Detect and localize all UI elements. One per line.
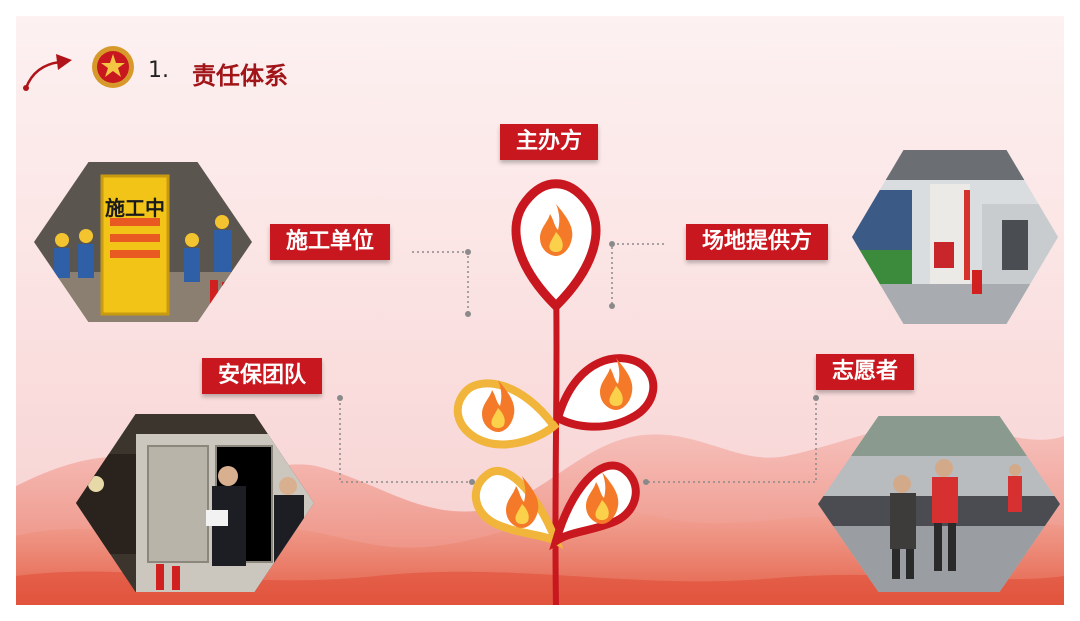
section-number: 1. [148, 58, 169, 83]
label-venue-provider: 场地提供方 [686, 224, 829, 260]
slide: 1. 责任体系 [16, 16, 1064, 605]
connector-lines [337, 241, 819, 485]
police-emblem-icon [92, 46, 134, 88]
arrow-icon [23, 54, 72, 91]
construction-sign-text: 施工中 [105, 196, 165, 220]
label-security-team: 安保团队 [202, 358, 323, 394]
label-organizer: 主办方 [500, 124, 599, 160]
label-volunteers: 志愿者 [816, 354, 915, 390]
flame-tree-diagram [453, 179, 658, 605]
label-construction-unit: 施工单位 [270, 224, 391, 260]
page-title: 责任体系 [192, 62, 288, 90]
